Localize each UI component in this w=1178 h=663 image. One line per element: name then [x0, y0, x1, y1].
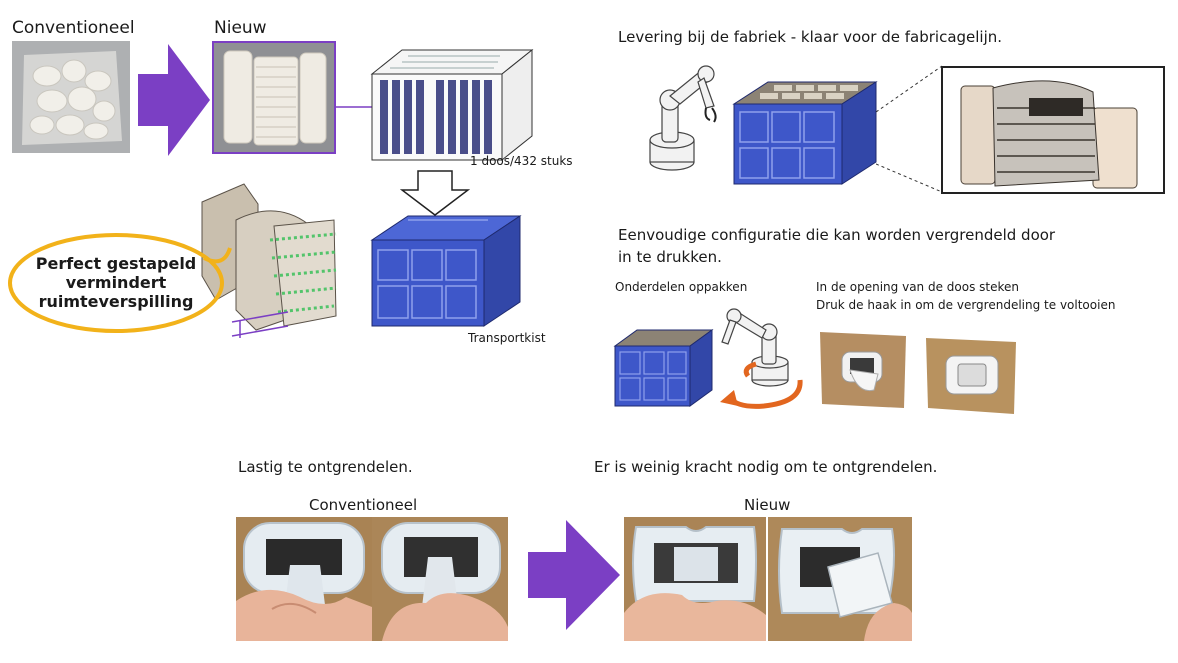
delivery-title: Levering bij de fabriek - klaar voor de …	[618, 28, 1003, 46]
new-unlock-photo-2	[768, 517, 912, 641]
pick-parts-label: Onderdelen oppakken	[615, 280, 748, 294]
conventional-label-top: Conventioneel	[12, 18, 135, 38]
conventional-unlock-photo-2	[372, 517, 508, 641]
callout-line-2: vermindert	[65, 273, 167, 292]
new-label-top: Nieuw	[214, 18, 267, 38]
insert-label: In de opening van de doos steken	[816, 280, 1019, 294]
press-hook-label: Druk de haak in om de vergrendeling te v…	[816, 298, 1116, 312]
purple-arrow-top	[138, 44, 210, 156]
callout-line-1: Perfect gestapeld	[35, 254, 197, 273]
hard-unlock-label: Lastig te ontgrendelen.	[238, 458, 413, 476]
new-unlock-photo-1	[624, 517, 766, 641]
down-arrow	[400, 170, 470, 216]
locked-panel-photo	[924, 336, 1020, 416]
stacked-parts-model	[196, 180, 356, 340]
new-label-bottom: Nieuw	[744, 496, 791, 514]
conventional-label-bottom: Conventioneel	[309, 496, 418, 514]
config-title-line-2: in te drukken.	[618, 248, 722, 266]
config-title-line-1: Eenvoudige configuratie die kan worden v…	[618, 226, 1056, 244]
new-stacked-parts-photo	[212, 41, 336, 154]
packed-box-diagram	[370, 44, 534, 162]
robot-arm-assembly	[712, 302, 808, 414]
box-count-label: 1 doos/432 stuks	[470, 154, 573, 168]
transport-crate	[368, 210, 524, 330]
insert-panel-photo	[818, 330, 908, 410]
container-label: Transportkist	[468, 331, 546, 345]
conventional-bag-photo	[12, 41, 130, 153]
callout-text: Perfect gestapeld vermindert ruimteversp…	[18, 254, 214, 311]
small-crate	[612, 326, 716, 410]
robot-arm-delivery	[646, 60, 726, 182]
connector-line	[336, 104, 376, 110]
zoom-lines	[876, 64, 946, 196]
callout-line-3: ruimteverspilling	[38, 292, 194, 311]
conventional-unlock-photo-1	[236, 517, 372, 641]
crate-with-parts	[730, 78, 880, 188]
purple-arrow-bottom	[528, 520, 620, 630]
easy-unlock-label: Er is weinig kracht nodig om te ontgrend…	[594, 458, 938, 476]
zoom-detail-box	[941, 66, 1165, 194]
callout-ring	[4, 228, 236, 338]
